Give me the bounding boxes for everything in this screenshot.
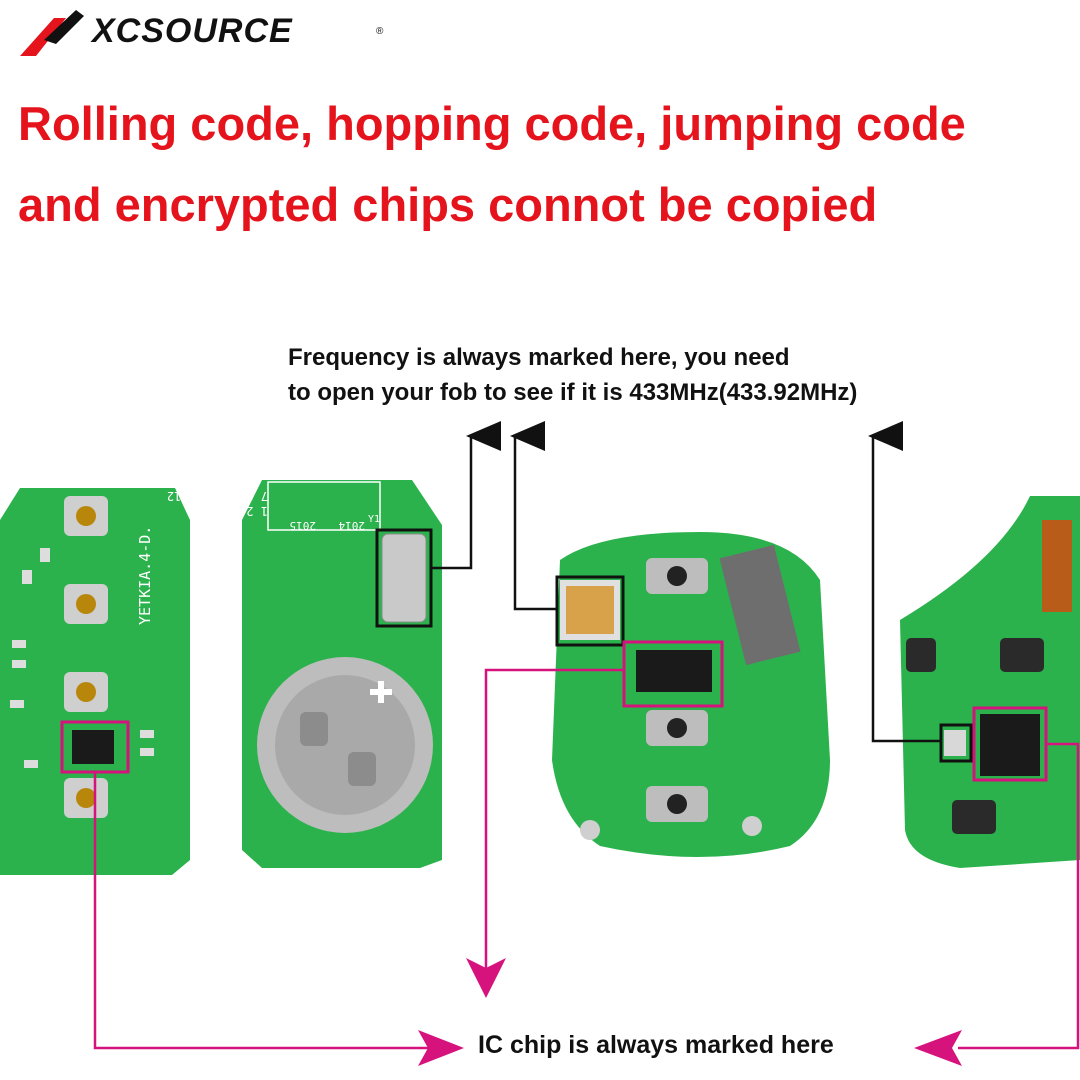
tact-switch <box>1000 638 1044 672</box>
ic-chip-note: IC chip is always marked here <box>478 1031 834 1059</box>
ic-arrowhead <box>914 1030 962 1066</box>
ic-arrow <box>93 772 428 1050</box>
frequency-note: Frequency is always marked here, you nee… <box>288 340 857 410</box>
tact-switch <box>906 638 936 672</box>
tact-switch <box>64 778 108 818</box>
crystal-oscillator <box>944 730 966 756</box>
ic-chip <box>72 730 114 764</box>
tact-switch <box>64 672 108 712</box>
antenna-chip <box>719 544 801 666</box>
board-model-label: YETKIA.4-D. <box>136 526 154 625</box>
pcb-board-3 <box>552 532 830 857</box>
tact-switch <box>952 800 996 834</box>
coil-inductor <box>1042 520 1072 612</box>
board-number-row-mid: 1 2 3 4 5 6 <box>189 504 268 518</box>
board-year-b: 2014 <box>338 519 365 532</box>
frequency-marker-box <box>555 575 625 647</box>
brand-name: XCSOURCE <box>92 12 293 50</box>
ic-arrow <box>484 668 624 968</box>
swoosh-icon <box>20 10 84 56</box>
tact-switch <box>64 496 108 536</box>
registered-mark: ® <box>376 26 384 37</box>
pcb-board-4 <box>900 496 1080 868</box>
frequency-arrow <box>431 421 501 570</box>
ic-arrowhead <box>418 1030 464 1066</box>
crystal-ref-label: Y1 <box>368 514 380 525</box>
ic-arrow <box>958 742 1080 1050</box>
ic-arrowhead <box>466 958 506 998</box>
ic-marker-box <box>622 640 724 708</box>
headline-line-1: Rolling code, hopping code, jumping code <box>18 97 966 150</box>
ic-chip <box>980 714 1040 776</box>
brand-logo: XCSOURCE ® <box>14 6 394 62</box>
frequency-note-line-2: to open your fob to see if it is 433MHz(… <box>288 379 858 406</box>
board-number-row-top: 7 8 9 10 11 12 <box>167 489 268 503</box>
headline-line-2: and encrypted chips connot be copied <box>18 178 878 231</box>
frequency-marker-box <box>375 528 433 628</box>
crystal-oscillator <box>381 533 427 623</box>
board-year-a: 2015 <box>290 519 317 532</box>
frequency-marker-box <box>939 723 973 763</box>
frequency-arrow <box>510 421 557 611</box>
ic-chip <box>636 650 712 692</box>
pcb-board-2: 7 8 9 10 11 12 1 2 3 4 5 6 2015 2014 Y1 <box>167 480 442 868</box>
frequency-arrow <box>868 421 941 743</box>
pcb-board-1: YETKIA.4-D. <box>0 488 190 875</box>
frequency-note-line-1: Frequency is always marked here, you nee… <box>288 344 790 371</box>
tact-switch <box>64 584 108 624</box>
